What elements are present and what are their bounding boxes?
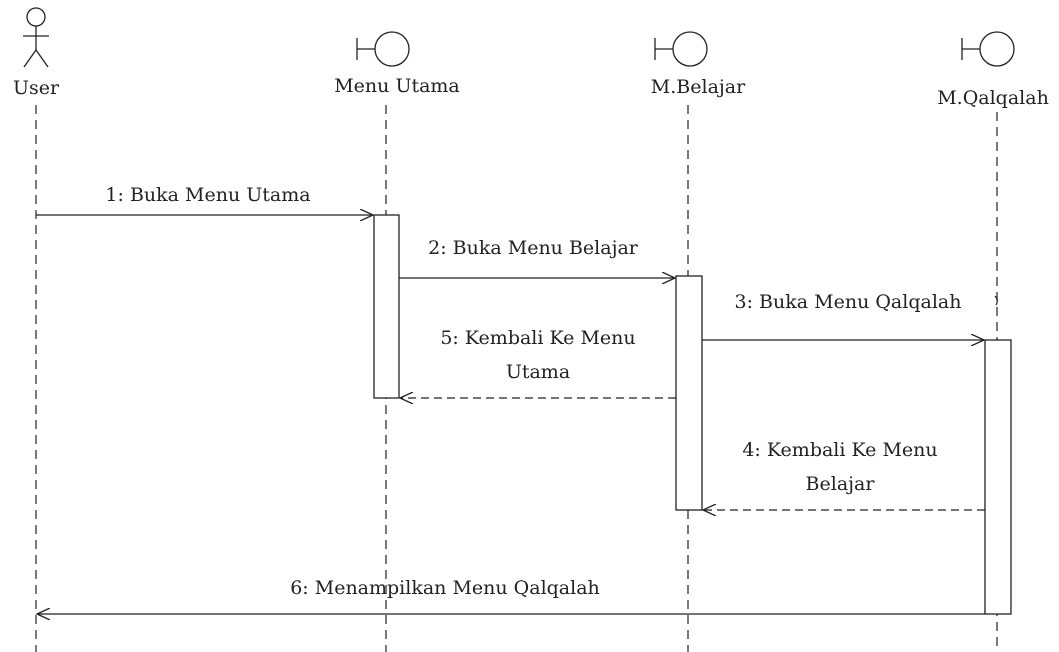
message-2-label: 2: Buka Menu Belajar: [428, 237, 638, 259]
message-5-label-line1: 5: Kembali Ke Menu: [440, 327, 636, 349]
stray-mark: [994, 295, 998, 306]
activation-m-qalqalah: [984, 339, 1012, 615]
user-actor-icon: [23, 7, 49, 68]
boundary-icon-m-qalqalah: [961, 31, 1015, 67]
lifeline-label-menu-utama: Menu Utama: [334, 75, 460, 97]
boundary-icon-m-belajar: [654, 31, 708, 67]
actor-label-user: User: [12, 77, 60, 99]
boundary-icon-menu-utama: [356, 31, 410, 67]
activation-menu-utama: [373, 214, 400, 399]
lifeline-label-m-qalqalah: M.Qalqalah: [937, 87, 1049, 109]
message-3-label: 3: Buka Menu Qalqalah: [734, 291, 962, 313]
message-4-label-line1: 4: Kembali Ke Menu: [742, 439, 938, 461]
lifeline-label-m-belajar: M.Belajar: [650, 76, 746, 98]
message-4-label-line2: Belajar: [805, 473, 875, 495]
message-5-label-line2: Utama: [505, 361, 571, 383]
message-6-label: 6: Menampilkan Menu Qalqalah: [290, 577, 600, 599]
message-1-label: 1: Buka Menu Utama: [105, 184, 311, 206]
activation-m-belajar: [675, 275, 703, 511]
